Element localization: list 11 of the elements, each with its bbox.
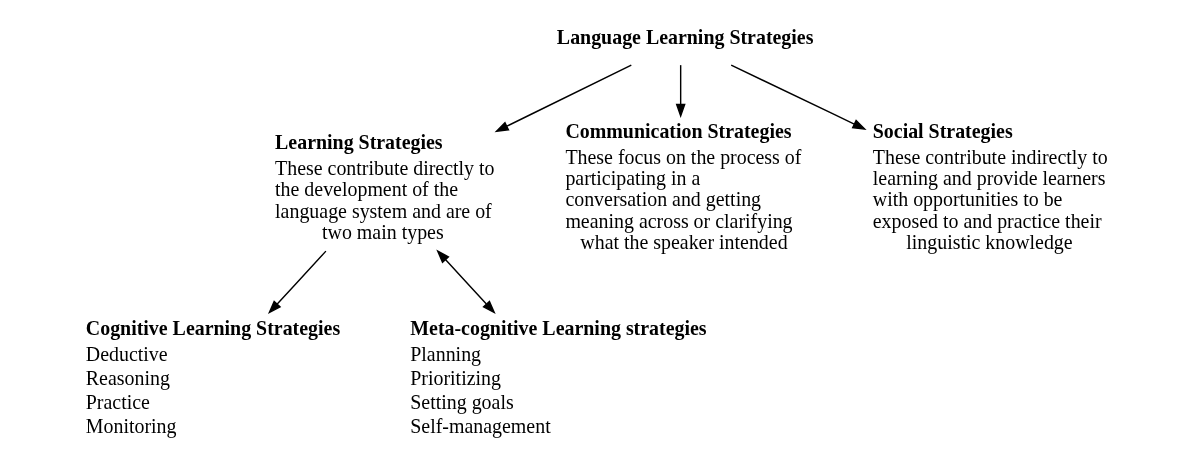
arrow (494, 64, 632, 133)
node-text: Social Strategies These contribute indirectly to learning and provide learners with opportunities to be exposed to and practice their linguistic knowledge (872, 119, 1108, 253)
node-text: Learning Strategies These contribute directly to the development of the language system and are of two main types (274, 131, 495, 244)
arrow (675, 64, 686, 118)
node-text: Meta-cognitive Learning strategies Planning Prioritizing Setting goals Self-management (409, 317, 707, 438)
arrow (730, 64, 867, 130)
arrow (435, 249, 496, 315)
node-text: Language Learning Strategies (556, 26, 813, 49)
node-text: Cognitive Learning Strategies Deductive Reasoning Practice Monitoring (85, 317, 340, 438)
node-text: Communication Strategies These focus on the process of participating in a conversation and getting meaning across or clarifying what the speaker intended (564, 119, 801, 253)
arrow (267, 250, 327, 315)
